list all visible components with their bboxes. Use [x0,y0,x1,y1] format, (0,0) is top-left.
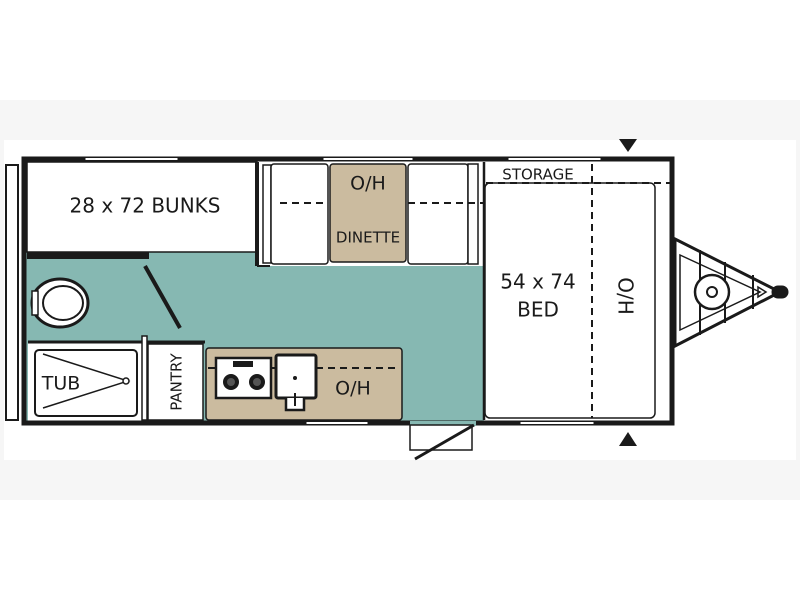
dinette-bench-right [407,163,469,265]
bed-size-label: 54 x 74 [500,270,575,294]
bunks-label: 28 x 72 BUNKS [70,194,221,218]
hitch-tongue [673,236,789,349]
entry-door-opening [410,421,476,426]
dinette-label: DINETTE [336,229,400,247]
dinette-bench-left [270,163,329,265]
stove-icon [214,356,273,400]
dinette-table [329,163,407,263]
entry-door[interactable] [414,423,475,461]
bathroom-door[interactable] [143,265,182,329]
axle-marker-bottom-icon [619,432,637,446]
bathroom-wall [27,252,149,259]
sink-icon [274,353,318,412]
windows [84,157,602,425]
pantry[interactable] [147,343,204,421]
drain-icon [122,377,130,385]
dinette-overhead-label: O/H [350,173,386,195]
entry-step [409,424,473,451]
dinette-bench-back-left [262,164,272,264]
tub [34,349,138,417]
axle-marker-top-icon [619,139,637,152]
rear-bumper [5,164,19,421]
bed-overhead-label: O/H [614,277,638,315]
storage-label: STORAGE [502,166,573,184]
toilet-icon [30,277,90,329]
tub-label: TUB [41,373,81,395]
pantry-label: PANTRY [168,352,186,410]
bed-label: BED [517,298,559,322]
coupler-icon [771,285,789,299]
kitchen-overhead-label: O/H [335,378,371,400]
jack-icon [693,273,731,311]
